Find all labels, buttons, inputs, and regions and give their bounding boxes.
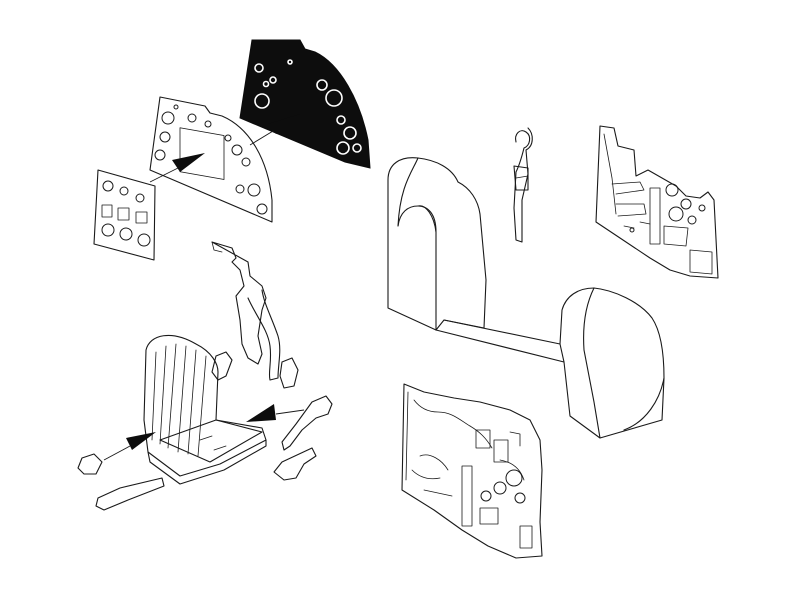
instrument-panel-black [239,39,371,169]
left-sidewall [401,383,543,559]
seat-harness-strap [211,241,281,381]
cockpit-tub [387,157,665,439]
right-sidewall [595,125,719,279]
seat [143,334,267,485]
seat-belts [77,351,333,511]
control-column [513,127,533,243]
instrument-film-sheet [93,169,156,261]
arrows-top [149,114,300,183]
instrument-panel-photoetch [149,96,273,223]
